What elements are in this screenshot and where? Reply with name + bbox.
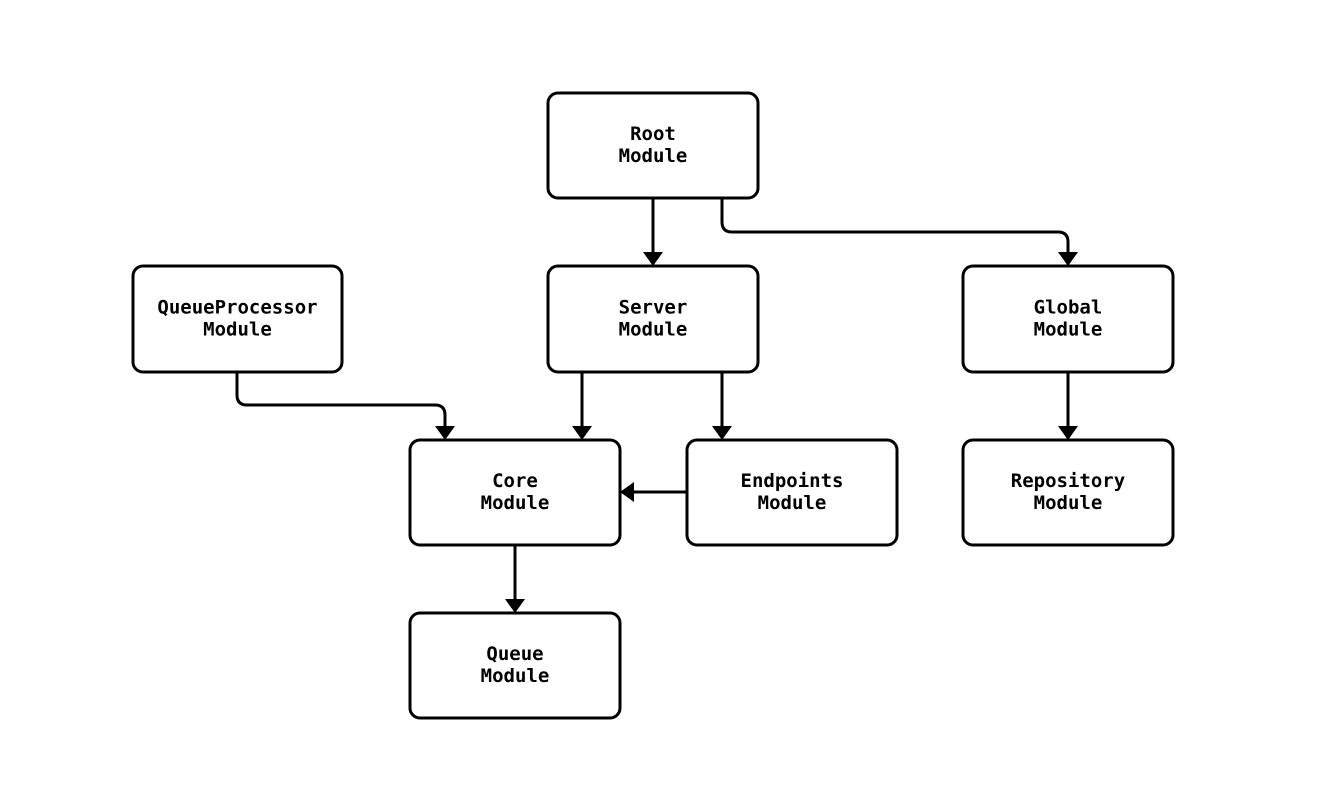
edge-root-server xyxy=(643,198,663,266)
edge-line xyxy=(720,198,1070,252)
edge-root-global xyxy=(720,198,1078,266)
node-label-line1: Root xyxy=(630,123,676,145)
node-label-line2: Module xyxy=(203,319,272,341)
arrow-head-icon xyxy=(712,426,732,440)
node-label-line2: Module xyxy=(619,319,688,341)
node-label-line1: Repository xyxy=(1011,470,1125,492)
edge-server-core xyxy=(572,372,592,440)
node-box[interactable] xyxy=(961,438,1175,547)
arrow-head-icon xyxy=(572,426,592,440)
node-label-line2: Module xyxy=(758,492,827,514)
node-label-line1: QueueProcessor xyxy=(157,297,317,319)
node-label-line1: Global xyxy=(1034,297,1103,319)
node-label-line1: Endpoints xyxy=(741,470,844,492)
node-label-line1: Queue xyxy=(486,643,543,665)
arrow-head-icon xyxy=(643,252,663,266)
node-box[interactable] xyxy=(131,264,344,374)
node-label-line2: Module xyxy=(481,665,550,687)
edge-global-repository xyxy=(1058,372,1078,440)
node-label-line2: Module xyxy=(1034,319,1103,341)
node-box[interactable] xyxy=(546,264,760,374)
arrow-head-icon xyxy=(1058,426,1078,440)
arrow-head-icon xyxy=(620,482,634,502)
edge-core-queue xyxy=(505,545,525,613)
nodes-layer: RootModuleQueueProcessorModuleServerModu… xyxy=(131,91,1175,720)
node-label-line2: Module xyxy=(619,145,688,167)
arrow-head-icon xyxy=(505,599,525,613)
edge-queueprocessor-core xyxy=(235,372,455,440)
node-box[interactable] xyxy=(408,611,622,720)
node-label-line1: Core xyxy=(492,470,538,492)
edge-server-endpoints xyxy=(712,372,732,440)
edge-line xyxy=(235,372,447,426)
node-box[interactable] xyxy=(961,264,1175,374)
node-box[interactable] xyxy=(408,438,622,547)
node-box[interactable] xyxy=(685,438,899,547)
arrow-head-icon xyxy=(1058,252,1078,266)
node-label-line1: Server xyxy=(619,297,688,319)
node-box[interactable] xyxy=(546,91,760,200)
arrow-head-icon xyxy=(435,426,455,440)
edges-layer xyxy=(235,198,1078,613)
edge-endpoints-core xyxy=(620,482,687,502)
node-label-line2: Module xyxy=(481,492,550,514)
node-label-line2: Module xyxy=(1034,492,1103,514)
